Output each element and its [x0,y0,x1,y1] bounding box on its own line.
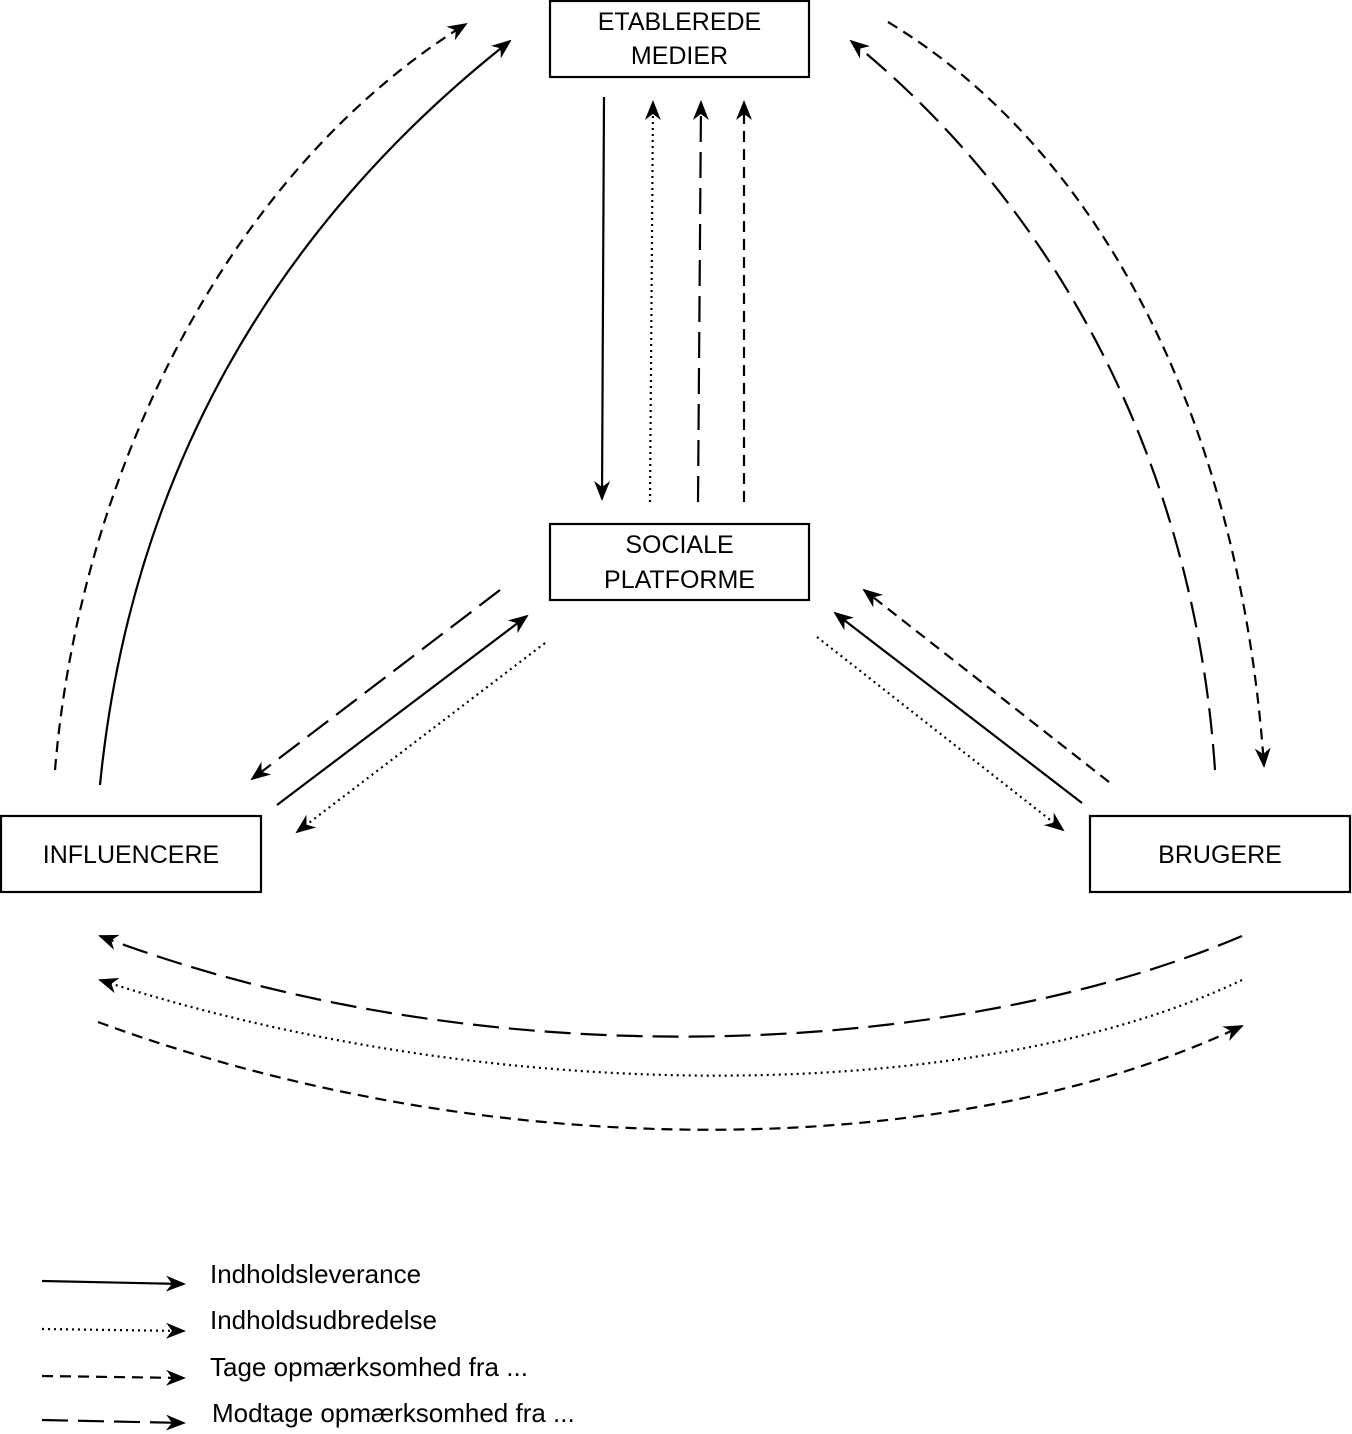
edge-brugere-to-etablerede-longdash [849,39,1217,771]
legend: Indholdsleverance Indholdsudbredelse Tag… [41,1259,575,1431]
legend-label: Indholdsleverance [210,1259,421,1289]
edge-sociale-to-etablerede-longdash [692,100,709,503]
legend-label: Modtage opmærksomhed fra ... [212,1398,575,1428]
edge-sociale-to-etablerede-dotted [644,100,661,503]
edge-influencere-to-sociale-solid [276,614,529,806]
edge-brugere-to-sociale-solid [833,611,1083,804]
node-label-line1: ETABLEREDE [598,8,761,36]
edge-sociale-to-brugere-dotted [816,636,1065,832]
edge-sociale-to-influencere-dotted [295,642,546,834]
legend-item-dashed: Tage opmærksomhed fra ... [41,1352,528,1386]
edges-layer [53,21,1271,1131]
node-label-line1: SOCIALE [625,531,733,559]
edge-etablerede-to-sociale-solid [594,96,611,501]
legend-line-solid [41,1275,186,1292]
node-label: BRUGERE [1158,841,1282,869]
node-sociale-platforme: SOCIALE PLATFORME [548,522,811,602]
legend-item-dotted: Indholdsudbredelse [41,1305,437,1339]
node-box [0,814,263,894]
edge-brugere-to-influencere-dotted [98,977,1243,1077]
node-label-line2: MEDIER [631,42,728,70]
node-etablerede-medier: ETABLEREDE MEDIER [548,0,811,79]
node-influencere: INFLUENCERE [0,814,263,894]
node-label-line2: PLATFORME [604,566,755,594]
node-label: INFLUENCERE [43,841,219,869]
edge-brugere-to-influencere-longdash [98,934,1243,1038]
node-box [548,522,811,602]
edge-influencere-to-etablerede-solid [98,39,512,786]
edge-etablerede-to-brugere-dashed [887,21,1271,768]
edge-sociale-to-influencere-longdash [250,589,501,781]
edge-brugere-to-sociale-dashed [862,588,1110,783]
edge-influencere-to-brugere-dashed [97,1020,1244,1131]
legend-label: Indholdsudbredelse [210,1305,437,1335]
legend-line-longdash [41,1414,186,1431]
edge-influencere-to-etablerede-dashed [53,22,468,771]
legend-item-solid: Indholdsleverance [41,1259,421,1292]
legend-item-longdash: Modtage opmærksomhed fra ... [41,1398,575,1431]
legend-label: Tage opmærksomhed fra ... [210,1352,528,1382]
node-box [548,0,811,79]
node-box [1088,814,1352,894]
legend-line-dashed [41,1369,186,1386]
node-brugere: BRUGERE [1088,814,1352,894]
legend-line-dotted [41,1322,186,1339]
